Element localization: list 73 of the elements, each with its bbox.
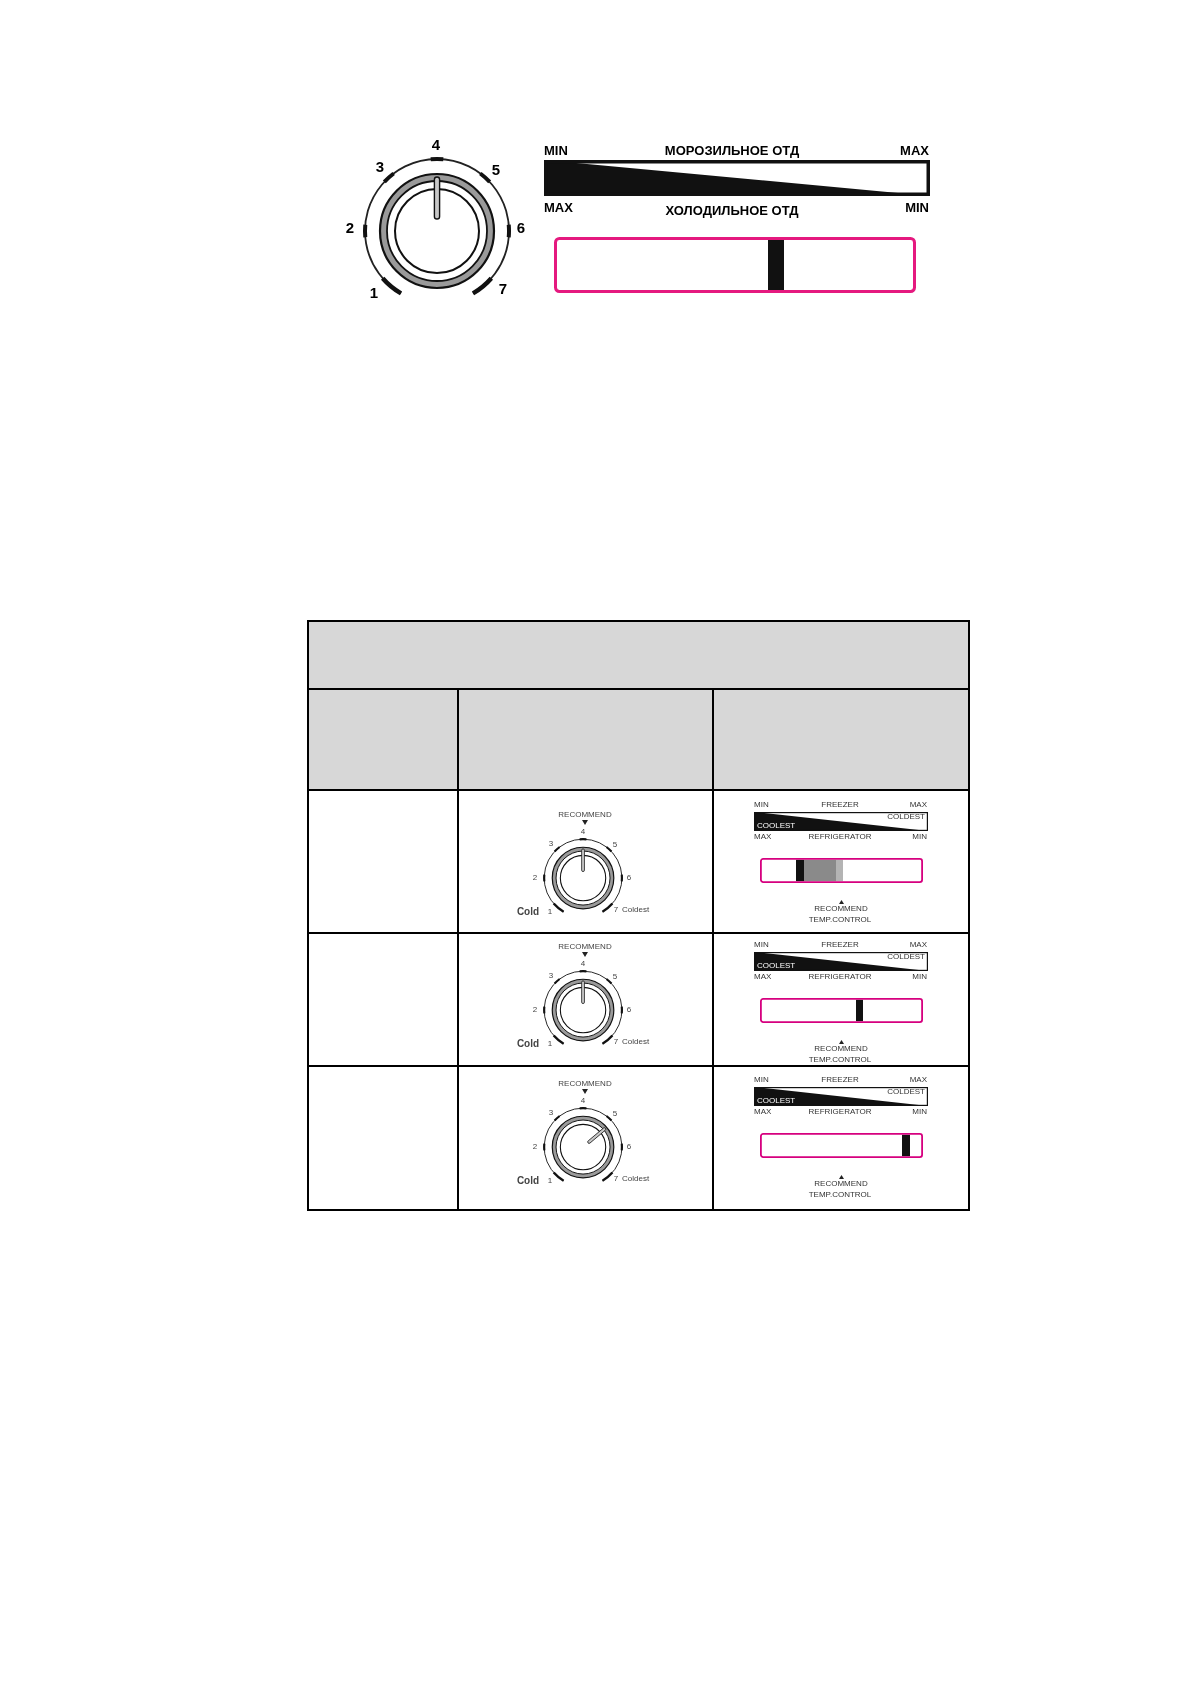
scale-end-label: MAX xyxy=(754,973,772,981)
scale-number: 1 xyxy=(547,908,553,916)
recommend-label: RECOMMEND xyxy=(814,1045,868,1053)
scale-end-label: Coldest xyxy=(622,906,650,914)
scale-number: 2 xyxy=(532,1006,538,1014)
scale-end-label: MIN xyxy=(905,200,929,214)
scale-number: 3 xyxy=(548,972,554,980)
scale-end-label: Cold xyxy=(516,1176,540,1186)
scale-end-label: MAX xyxy=(909,801,927,809)
recommend-label: RECOMMEND xyxy=(558,943,612,951)
scale-number: 7 xyxy=(498,280,508,296)
scale-end-label: MIN xyxy=(754,1076,769,1084)
scale-end-label: COLDEST xyxy=(887,813,925,821)
scale-end-label: COLDEST xyxy=(887,1088,925,1096)
scale-end-label: Coldest xyxy=(622,1175,650,1183)
compartment-label: REFRIGERATOR xyxy=(808,973,872,981)
scale-number: 4 xyxy=(580,828,586,836)
scale-number: 6 xyxy=(626,874,632,882)
scale-number: 1 xyxy=(547,1040,553,1048)
scale-end-label: MIN xyxy=(544,143,568,157)
compartment-label: FREEZER xyxy=(821,941,859,949)
scale-end-label: COLDEST xyxy=(887,953,925,961)
scale-number: 7 xyxy=(613,1175,619,1183)
scale-end-label: MAX xyxy=(900,143,929,157)
scale-number: 7 xyxy=(613,906,619,914)
scale-end-label: Cold xyxy=(516,1039,540,1049)
scale-end-label: MAX xyxy=(909,941,927,949)
scale-number: 2 xyxy=(345,219,355,235)
scale-end-label: MAX xyxy=(544,200,573,214)
scale-number: 4 xyxy=(431,136,441,152)
control-title: TEMP.CONTROL xyxy=(808,1056,872,1064)
compartment-label: FREEZER xyxy=(821,1076,859,1084)
scale-number: 3 xyxy=(548,840,554,848)
recommend-label: RECOMMEND xyxy=(814,905,868,913)
scale-end-label: Cold xyxy=(516,907,540,917)
control-title: TEMP.CONTROL xyxy=(808,916,872,924)
recommend-label: RECOMMEND xyxy=(814,1180,868,1188)
scale-number: 6 xyxy=(516,219,526,235)
recommend-label: RECOMMEND xyxy=(558,1080,612,1088)
scale-end-label: MAX xyxy=(754,833,772,841)
scale-number: 1 xyxy=(369,284,379,300)
scale-number: 4 xyxy=(580,960,586,968)
scale-number: 2 xyxy=(532,874,538,882)
control-title: TEMP.CONTROL xyxy=(808,1191,872,1199)
scale-number: 5 xyxy=(612,1110,618,1118)
scale-end-label: MIN xyxy=(912,973,927,981)
scale-number: 5 xyxy=(491,161,501,177)
scale-end-label: MAX xyxy=(909,1076,927,1084)
scale-end-label: MAX xyxy=(754,1108,772,1116)
scale-number: 2 xyxy=(532,1143,538,1151)
scale-end-label: COOLEST xyxy=(757,961,796,970)
scale-end-label: MIN xyxy=(754,801,769,809)
scale-end-label: MIN xyxy=(754,941,769,949)
scale-number: 4 xyxy=(580,1097,586,1105)
scale-end-label: COOLEST xyxy=(757,1096,796,1105)
compartment-label: REFRIGERATOR xyxy=(808,833,872,841)
scale-number: 7 xyxy=(613,1038,619,1046)
scale-number: 5 xyxy=(612,973,618,981)
scale-end-label: MIN xyxy=(912,833,927,841)
compartment-label: REFRIGERATOR xyxy=(808,1108,872,1116)
scale-number: 1 xyxy=(547,1177,553,1185)
compartment-label: FREEZER xyxy=(821,801,859,809)
scale-number: 6 xyxy=(626,1143,632,1151)
compartment-label: МОРОЗИЛЬНОЕ ОТД xyxy=(664,143,800,157)
compartment-label: ХОЛОДИЛЬНОЕ ОТД xyxy=(665,203,799,217)
scale-end-label: MIN xyxy=(912,1108,927,1116)
scale-end-label: COOLEST xyxy=(757,821,796,830)
recommend-label: RECOMMEND xyxy=(558,811,612,819)
scale-number: 5 xyxy=(612,841,618,849)
scale-number: 3 xyxy=(548,1109,554,1117)
scale-number: 3 xyxy=(375,158,385,174)
scale-end-label: Coldest xyxy=(622,1038,650,1046)
scale-number: 6 xyxy=(626,1006,632,1014)
